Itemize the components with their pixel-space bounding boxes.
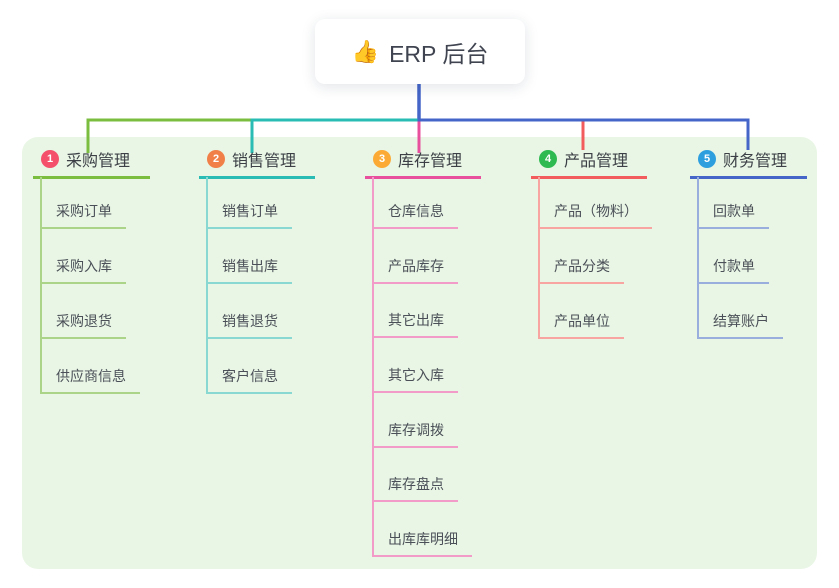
branch-number-badge: 4 [539,150,557,168]
branch-rail [206,177,208,394]
branches-panel [22,137,817,569]
branch-number-badge: 1 [41,150,59,168]
node-purchase-order[interactable]: 采购订单 [40,201,126,229]
branch-label: 财务管理 [723,153,788,170]
branch-label: 采购管理 [66,153,131,170]
branch-rail [372,177,374,557]
node-sales-return[interactable]: 销售退货 [206,311,292,339]
node-payment-bill[interactable]: 付款单 [697,256,769,284]
node-receipt-bill[interactable]: 回款单 [697,201,769,229]
branch-title-finance[interactable]: 5 财务管理 [690,147,807,179]
branch-rail [40,177,42,394]
branch-title-sales[interactable]: 2 销售管理 [199,147,315,179]
node-customer-info[interactable]: 客户信息 [206,366,292,394]
branch-label: 库存管理 [398,153,463,170]
branch-rail [538,177,540,339]
node-sales-order[interactable]: 销售订单 [206,201,292,229]
node-other-outbound[interactable]: 其它出库 [372,310,458,338]
branch-number-badge: 2 [207,150,225,168]
node-product-unit[interactable]: 产品单位 [538,311,624,339]
node-settlement-account[interactable]: 结算账户 [697,311,783,339]
node-supplier-info[interactable]: 供应商信息 [40,366,140,394]
branch-title-product[interactable]: 4 产品管理 [531,147,647,179]
node-product-material[interactable]: 产品（物料） [538,201,652,229]
branch-label: 销售管理 [232,153,297,170]
node-other-inbound[interactable]: 其它入库 [372,365,458,393]
node-inout-detail[interactable]: 出库库明细 [372,529,472,557]
node-product-category[interactable]: 产品分类 [538,256,624,284]
node-warehouse-info[interactable]: 仓库信息 [372,201,458,229]
node-purchase-inbound[interactable]: 采购入库 [40,256,126,284]
root-node-erp[interactable]: 👍 ERP 后台 [315,19,525,84]
node-stock-transfer[interactable]: 库存调拨 [372,420,458,448]
node-stock-count[interactable]: 库存盘点 [372,474,458,502]
branch-label: 产品管理 [564,153,629,170]
node-product-stock[interactable]: 产品库存 [372,256,458,284]
node-sales-outbound[interactable]: 销售出库 [206,256,292,284]
branch-number-badge: 3 [373,150,391,168]
root-node-label: ERP 后台 [389,40,489,67]
branch-rail [697,177,699,339]
branch-title-purchase[interactable]: 1 采购管理 [33,147,150,179]
branch-number-badge: 5 [698,150,716,168]
thumbs-up-icon: 👍 [351,38,380,64]
branch-title-inventory[interactable]: 3 库存管理 [365,147,481,179]
node-purchase-return[interactable]: 采购退货 [40,311,126,339]
